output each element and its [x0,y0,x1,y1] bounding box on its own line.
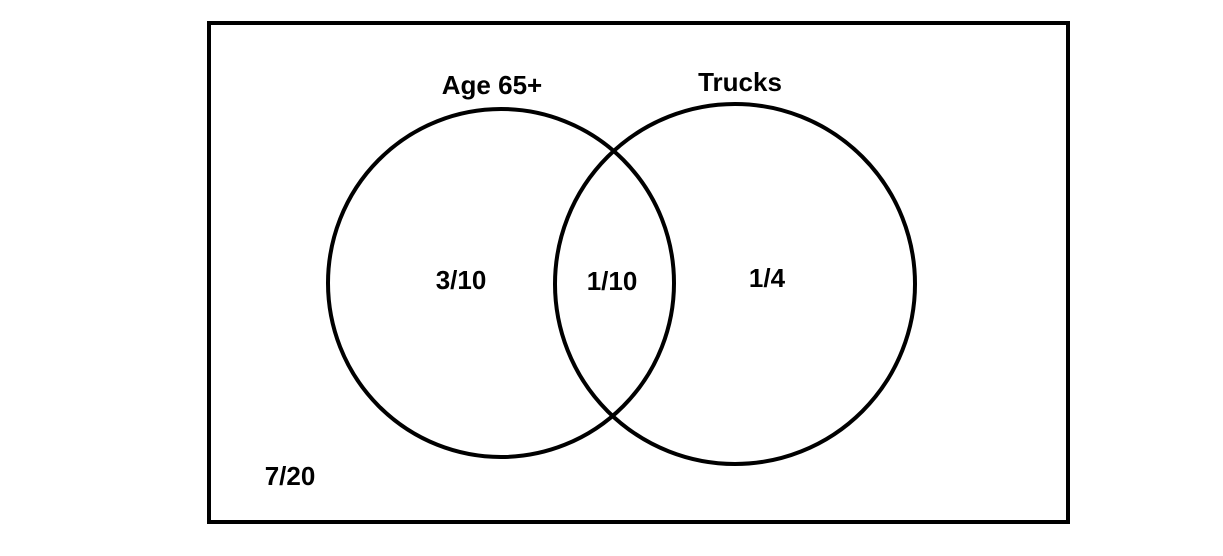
age-65-plus-only-value: 3/10 [436,265,487,295]
universal-set-box [207,21,1070,524]
trucks-label: Trucks [698,67,782,97]
neither-value: 7/20 [265,461,316,491]
trucks-circle [553,102,917,466]
intersection-value: 1/10 [587,266,638,296]
trucks-only-value: 1/4 [749,263,786,293]
age-65-plus-label: Age 65+ [442,70,542,100]
age-65-plus-circle [326,107,676,459]
